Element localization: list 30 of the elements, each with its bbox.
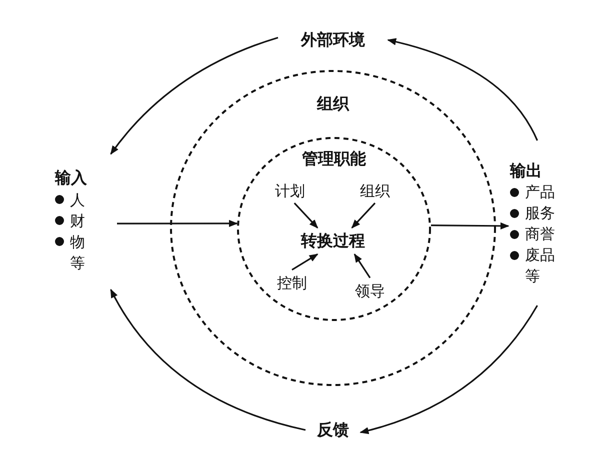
heading-text: 输入 xyxy=(55,168,87,188)
circle-label: 组织 xyxy=(317,94,349,114)
node-label: 控制 xyxy=(277,274,307,292)
arrow xyxy=(117,220,238,228)
arrow xyxy=(110,288,306,431)
node-label: 组织 xyxy=(360,182,390,200)
arrow xyxy=(294,202,318,228)
circle-label: 管理职能 xyxy=(302,149,366,168)
node-label: 领导 xyxy=(355,282,385,300)
arrow xyxy=(387,38,538,141)
list-item: 等 xyxy=(69,254,85,272)
list-item: 商誉 xyxy=(510,225,555,244)
list-item: 人 xyxy=(55,190,85,209)
arrow xyxy=(110,36,278,155)
list-item: 产品 xyxy=(510,183,555,202)
heading-text: 输出 xyxy=(510,160,542,180)
list-item: 物 xyxy=(55,232,85,251)
arrow xyxy=(431,222,510,230)
list-item: 服务 xyxy=(510,204,555,222)
list-item: 财 xyxy=(55,212,85,230)
node-label: 外部环境 xyxy=(301,30,365,50)
arrow xyxy=(360,305,538,434)
arrow xyxy=(292,254,318,270)
node-label: 转换过程 xyxy=(301,231,365,251)
list-item: 废品 xyxy=(510,246,555,264)
arrow xyxy=(354,253,371,278)
node-label: 计划 xyxy=(275,182,305,200)
node-label: 反馈 xyxy=(317,420,349,440)
list-item: 等 xyxy=(524,267,540,286)
arrow xyxy=(351,202,376,228)
